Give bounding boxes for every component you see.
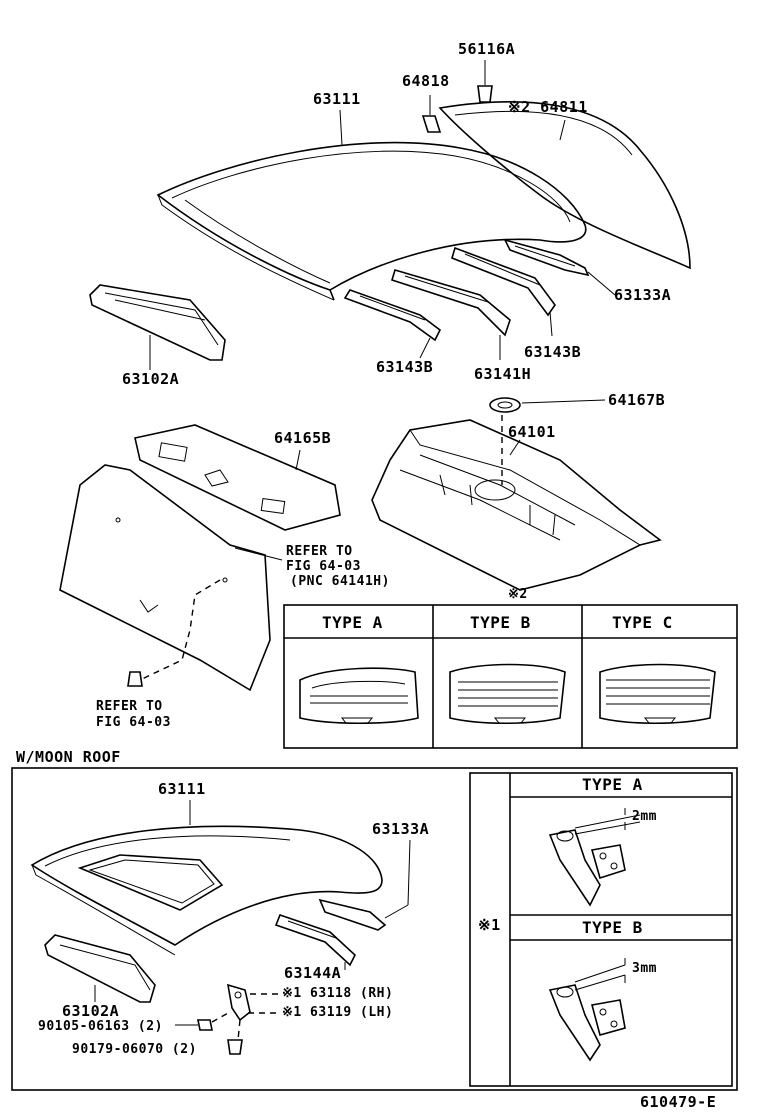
table-type-a: TYPE A	[322, 613, 383, 632]
dashed-leader	[139, 579, 221, 681]
package-tray-64165B	[134, 424, 341, 531]
back-panel-64101	[371, 419, 662, 591]
refer-text-2: REFER TO	[96, 699, 163, 714]
label-63118: ※1 63118 (RH)	[282, 986, 394, 1001]
label-63102A: 63102A	[122, 370, 180, 388]
label-moon-63133A: 63133A	[372, 820, 430, 838]
leader-63111	[339, 109, 343, 146]
label-moon-63144A: 63144A	[284, 964, 342, 982]
fastener-icon	[127, 671, 143, 687]
grommet-64167B	[489, 397, 521, 413]
type-table	[283, 604, 738, 749]
label-56116A: 56116A	[458, 40, 516, 58]
moonroof-header-63102A	[44, 934, 156, 1003]
label-64818: 64818	[402, 72, 450, 90]
table-type-c: TYPE C	[612, 613, 673, 632]
bracket-63118	[226, 983, 251, 1022]
label-64167B: 64167B	[608, 391, 666, 409]
figure-id: 610479-E	[640, 1093, 717, 1111]
trim-panel	[59, 464, 271, 692]
refer-fig-1: FIG 64-03	[286, 559, 361, 574]
detail-type-b: TYPE B	[582, 918, 643, 937]
part-64818	[421, 95, 442, 133]
detail-type-a: TYPE A	[582, 775, 643, 794]
label-64165B: 64165B	[274, 429, 332, 447]
back-window-64811	[438, 101, 691, 270]
label-63119: ※1 63119 (LH)	[282, 1005, 394, 1020]
nut-90179	[227, 1039, 243, 1055]
roof-bows	[343, 246, 556, 342]
label-64101: 64101	[508, 423, 556, 441]
moonroof-panel	[30, 825, 383, 956]
table-type-b: TYPE B	[470, 613, 531, 632]
dim-3mm: 3mm	[632, 961, 657, 976]
refer-pnc: (PNC 64141H)	[290, 574, 390, 589]
roof-panel-63111	[156, 141, 587, 301]
moon-roof-title: W/MOON ROOF	[16, 748, 121, 766]
label-63133A: 63133A	[614, 286, 672, 304]
moon-roof-frame	[11, 767, 738, 1091]
label-63143B-right: 63143B	[524, 343, 582, 361]
detail-box	[469, 772, 733, 1087]
moonroof-63133A	[318, 898, 387, 931]
label-90179: 90179-06070 (2)	[72, 1042, 197, 1057]
label-90105: 90105-06163 (2)	[38, 1019, 163, 1034]
crossmember-63133A	[503, 238, 590, 277]
label-63111: 63111	[313, 90, 361, 108]
label-63143B-left: 63143B	[376, 358, 434, 376]
front-header-63102A	[89, 284, 226, 361]
refer-fig-2: FIG 64-03	[96, 715, 171, 730]
label-moon-63111: 63111	[158, 780, 206, 798]
mark-2: ※2	[508, 587, 528, 602]
dim-2mm: 2mm	[632, 809, 657, 824]
refer-text-1: REFER TO	[286, 544, 353, 559]
glass-type-b	[449, 663, 566, 725]
label-64811: ※2 64811	[508, 98, 588, 116]
moonroof-bow-63144A	[274, 913, 356, 967]
label-moon-63102A: 63102A	[62, 1002, 120, 1020]
clip-56116A	[477, 60, 493, 103]
detail-bracket-b	[548, 958, 626, 1062]
label-63141H: 63141H	[474, 365, 532, 383]
glass-type-c	[599, 663, 716, 725]
detail-mark-1: ※1	[478, 916, 501, 934]
glass-type-a	[299, 667, 419, 725]
detail-bracket-a	[548, 808, 641, 907]
bolt-90105	[197, 1019, 213, 1031]
